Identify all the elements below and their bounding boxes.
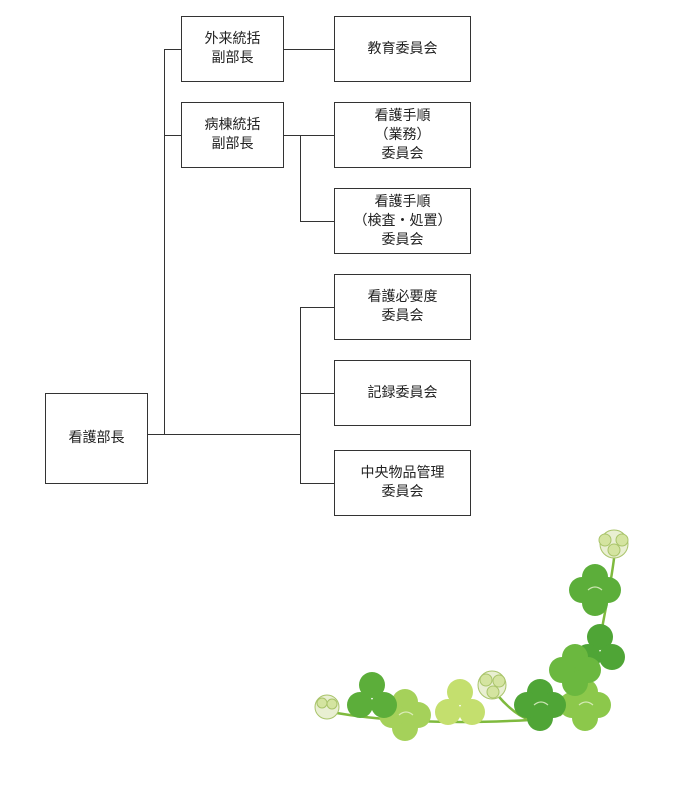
central-supplies-line2: 委員会 [381, 484, 424, 500]
connector-to-ward-vp [164, 135, 181, 136]
procedure-work-line2: （業務） [374, 126, 431, 143]
connector-to-central-supplies [300, 483, 334, 484]
necessity-line1: 看護必要度 [367, 289, 438, 305]
box-central-supplies-committee: 中央物品管理 委員会 [334, 450, 471, 516]
connector-outpatient-to-education [283, 49, 334, 50]
connector-vp-spine [164, 49, 165, 435]
ward-vp-line2: 副部長 [211, 136, 254, 152]
box-records-committee: 記録委員会 [334, 360, 471, 426]
outpatient-vp-line2: 副部長 [211, 50, 254, 66]
box-education-committee: 教育委員会 [334, 16, 471, 82]
connector-to-procedure-exam [300, 221, 334, 222]
records-committee-label: 記録委員会 [367, 384, 438, 401]
box-procedure-work-committee: 看護手順 （業務） 委員会 [334, 102, 471, 168]
box-ward-vice-director: 病棟統括 副部長 [181, 102, 284, 168]
education-committee-label: 教育委員会 [367, 40, 438, 57]
box-necessity-committee: 看護必要度 委員会 [334, 274, 471, 340]
procedure-exam-line2: （検査・処置） [353, 212, 452, 229]
box-nursing-director: 看護部長 [45, 393, 148, 484]
ward-vp-line1: 病棟統括 [204, 117, 261, 133]
connector-root-trunk [147, 434, 301, 435]
procedure-exam-line1: 看護手順 [374, 193, 431, 210]
connector-ward-branch [300, 135, 301, 221]
connector-ward-trunk [283, 135, 334, 136]
connector-root-branch [300, 307, 301, 484]
outpatient-vp-line1: 外来統括 [204, 31, 261, 47]
procedure-work-line3: 委員会 [381, 145, 424, 162]
nursing-director-label: 看護部長 [68, 430, 125, 446]
box-outpatient-vice-director: 外来統括 副部長 [181, 16, 284, 82]
necessity-line2: 委員会 [381, 308, 424, 324]
procedure-exam-line3: 委員会 [381, 231, 424, 248]
procedure-work-line1: 看護手順 [374, 107, 431, 124]
central-supplies-line1: 中央物品管理 [360, 465, 445, 481]
connector-to-outpatient-vp [164, 49, 181, 50]
connector-to-records [300, 393, 334, 394]
clover-flower-top [598, 529, 629, 559]
box-procedure-exam-committee: 看護手順 （検査・処置） 委員会 [334, 188, 471, 254]
connector-to-necessity [300, 307, 334, 308]
clover-flower-illustration-icon [314, 529, 629, 741]
